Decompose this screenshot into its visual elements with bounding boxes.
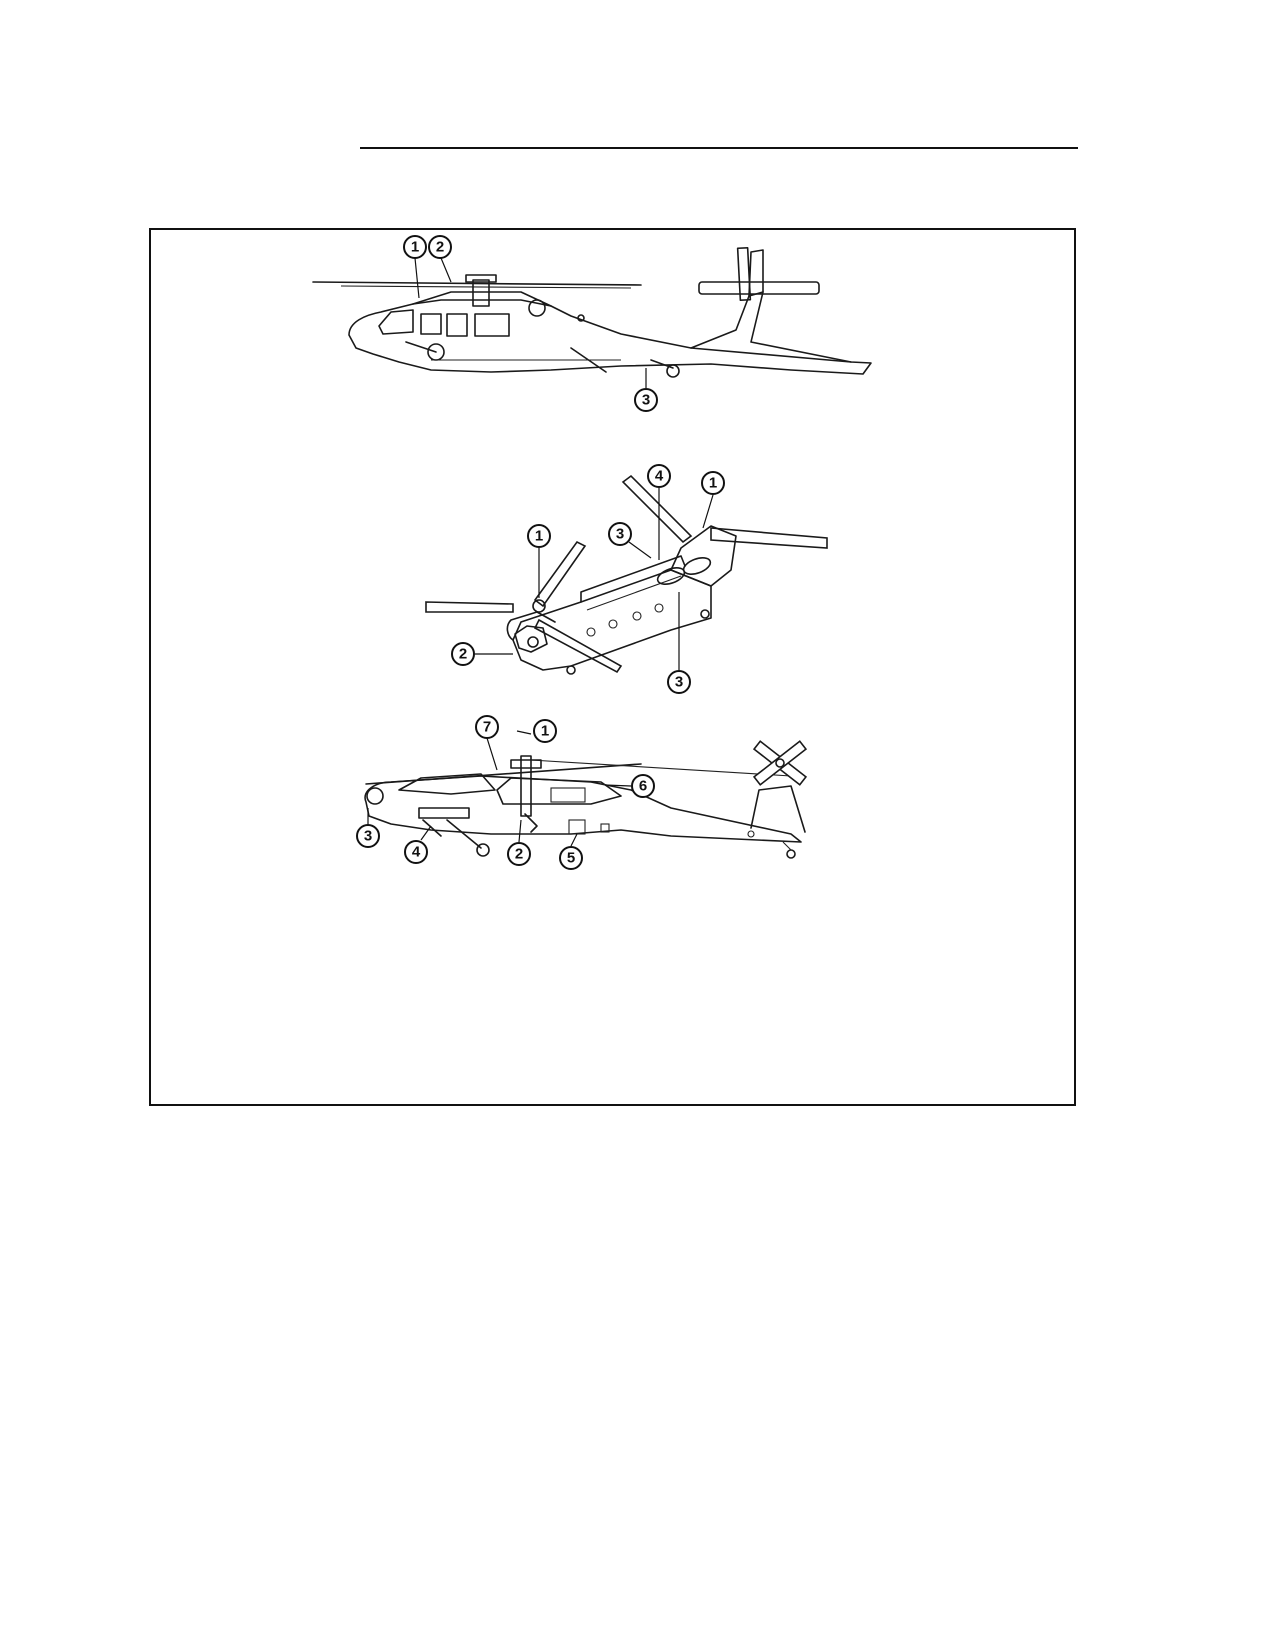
ch47-callout-1-rear-label: 1 [709, 475, 717, 492]
ch47-callout-4: 4 [647, 464, 671, 488]
ah64-callout-5: 5 [559, 846, 583, 870]
ah64-callout-1-label: 1 [541, 723, 549, 740]
ah64-callout-6: 6 [631, 774, 655, 798]
ch47-callout-1-front: 1 [527, 524, 551, 548]
ah64-callout-4: 4 [404, 840, 428, 864]
ch47-callout-1-front-label: 1 [535, 528, 543, 545]
ch47-callout-3-lower: 3 [667, 670, 691, 694]
ah64-callout-5-label: 5 [567, 850, 575, 867]
ah64-callout-2-label: 2 [515, 846, 523, 863]
ch47-callout-3-upper: 3 [608, 522, 632, 546]
ch47-callout-2: 2 [451, 642, 475, 666]
figure-frame: 1 2 3 [149, 228, 1076, 1106]
uh60-helicopter-drawing [312, 246, 872, 388]
ah64-callout-7-label: 7 [483, 719, 491, 736]
ah64-callout-7: 7 [475, 715, 499, 739]
ch47-callout-3-lower-label: 3 [675, 674, 683, 691]
ch47-callout-4-label: 4 [655, 468, 664, 485]
uh60-callout-3-label: 3 [642, 392, 650, 409]
ch47-callout-3-upper-label: 3 [616, 526, 624, 543]
ch47-helicopter-drawing [425, 474, 828, 675]
ah64-callout-1: 1 [533, 719, 557, 743]
ch47-callout-1-rear: 1 [701, 471, 725, 495]
header-rule [360, 147, 1078, 149]
uh60-callout-2: 2 [428, 235, 452, 259]
uh60-callout-1-label: 1 [411, 239, 419, 256]
ah64-helicopter-drawing [364, 730, 808, 859]
ah64-callout-2: 2 [507, 842, 531, 866]
ch47-callout-2-label: 2 [459, 646, 467, 663]
ah64-callout-4-label: 4 [412, 844, 421, 861]
ah64-callout-6-label: 6 [639, 778, 647, 795]
helicopter-illustrations: 1 2 3 [312, 235, 872, 870]
uh60-callout-1: 1 [403, 235, 427, 259]
ah64-callout-3-label: 3 [364, 828, 372, 845]
ah64-callout-3: 3 [356, 824, 380, 848]
uh60-callout-2-label: 2 [436, 239, 444, 256]
uh60-callout-3: 3 [634, 388, 658, 412]
